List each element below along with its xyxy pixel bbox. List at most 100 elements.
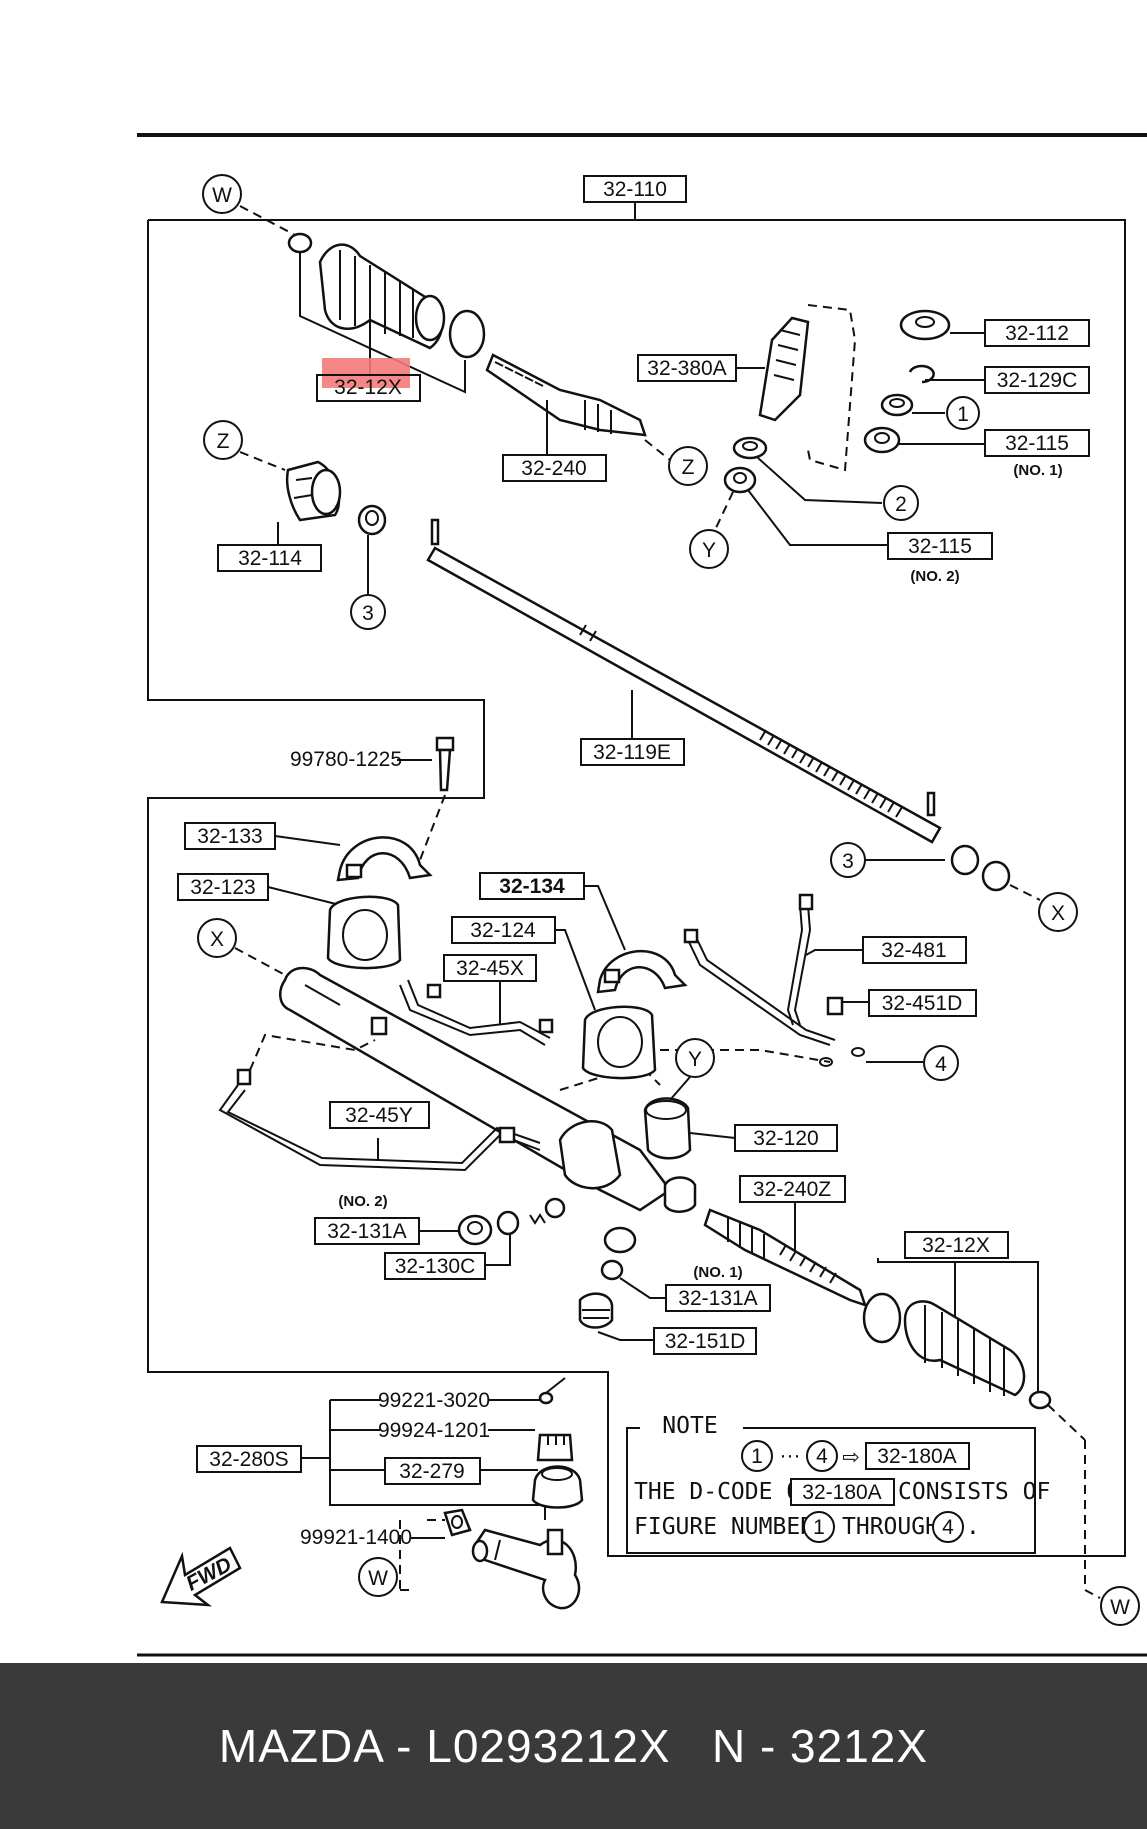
boot-32-12x-top [318, 243, 446, 350]
svg-text:32-12X: 32-12X [922, 1234, 990, 1257]
svg-text:32-240Z: 32-240Z [753, 1178, 831, 1201]
callout-3-right: 3 [830, 842, 945, 878]
label-32-133: 32-133 [184, 822, 341, 850]
svg-text:.: . [966, 1514, 980, 1540]
svg-text:3: 3 [842, 850, 854, 873]
valve-32-380a [731, 304, 857, 472]
label-32-12x-top: 32-12X [316, 358, 421, 402]
svg-text:32-115: 32-115 [908, 535, 972, 558]
label-32-151d: 32-151D [653, 1327, 757, 1355]
note-box: NOTE 1 ··· 4 ⇨ 32-180A THE D-CODE OF 32-… [626, 1413, 1050, 1554]
svg-text:4: 4 [816, 1445, 828, 1468]
cotter-pin [488, 1377, 566, 1405]
svg-text:Z: Z [217, 430, 230, 453]
label-32-124: 32-124 [451, 916, 596, 1011]
label-32-45y: 32-45Y [329, 1101, 430, 1129]
label-32-131a-left: 32-131A [314, 1217, 460, 1245]
svg-text:32-180A: 32-180A [802, 1481, 881, 1504]
svg-text:32-481: 32-481 [881, 939, 946, 962]
label-32-451d: 32-451D [868, 989, 977, 1017]
part-32-115-no2 [714, 466, 890, 546]
svg-text:32-45X: 32-45X [456, 957, 524, 980]
part-32-151d [578, 1292, 660, 1341]
svg-text:32-114: 32-114 [238, 547, 302, 570]
label-no1-right: (NO. 1) [693, 1264, 742, 1281]
part-32-129c [908, 364, 985, 384]
svg-text:W: W [1110, 1596, 1130, 1619]
callout-1-top: 1 [946, 396, 980, 430]
tie-rod-32-240 [485, 353, 647, 456]
label-99221-3020: 99221-3020 [378, 1389, 490, 1412]
label-32-110: 32-110 [583, 175, 687, 220]
svg-text:···: ··· [780, 1444, 801, 1467]
parts-diagram: 32-110 W 32-12X 32-240 Z [137, 133, 1147, 1657]
label-32-115-no1: 32-115 (NO. 1) [984, 429, 1090, 479]
label-32-115-no2: 32-115 (NO. 2) [887, 532, 993, 585]
label-32-130c: 32-130C [384, 1252, 486, 1280]
label-32-240: 32-240 [502, 454, 607, 482]
label-32-114: 32-114 [217, 544, 322, 572]
part-32-134 [596, 950, 688, 994]
gear-housing-32-120 [279, 966, 831, 1213]
svg-text:32-112: 32-112 [1005, 322, 1069, 345]
svg-text:W: W [212, 184, 232, 207]
label-99780-1225: 99780-1225 [290, 748, 402, 771]
highlight-box [322, 358, 410, 388]
callout-y-mid: Y [669, 1038, 715, 1101]
label-99921-1400: 99921-1400 [300, 1526, 412, 1549]
part-32-130c [483, 1197, 566, 1266]
frame-outline [147, 219, 1126, 1557]
callout-z-left: Z [203, 420, 286, 471]
svg-text:X: X [210, 928, 224, 951]
part-32-123 [326, 895, 402, 970]
boot-32-12x-bottom [903, 1300, 1026, 1397]
label-32-131a-right: 32-131A [665, 1284, 771, 1312]
callout-w-kit: W [358, 1520, 415, 1597]
svg-text:32-131A: 32-131A [678, 1287, 757, 1310]
svg-text:X: X [1051, 902, 1065, 925]
svg-text:Z: Z [682, 456, 695, 479]
part-32-114 [277, 460, 342, 548]
label-no2-left: (NO. 2) [338, 1193, 387, 1210]
svg-text:THE D-CODE OF: THE D-CODE OF [634, 1479, 814, 1505]
part-bushing-3-top [357, 504, 387, 594]
label-32-112: 32-112 [984, 319, 1090, 347]
ring-seal-bottom [862, 1292, 902, 1344]
tie-rod-32-240z [703, 1208, 867, 1307]
svg-text:2: 2 [895, 493, 907, 516]
label-32-120: 32-120 [734, 1124, 838, 1152]
label-32-45x: 32-45X [443, 954, 537, 1025]
callout-2: 2 [883, 485, 919, 521]
svg-text:32-110: 32-110 [603, 178, 667, 201]
label-32-123: 32-123 [177, 873, 341, 906]
svg-text:1: 1 [751, 1445, 763, 1468]
tie-rod-end [471, 1528, 581, 1610]
svg-text:Y: Y [688, 1048, 702, 1071]
footer-caption: MAZDA - L0293212X N - 3212X [218, 1720, 929, 1772]
svg-text:Y: Y [702, 539, 716, 562]
svg-text:4: 4 [935, 1053, 947, 1076]
svg-text:32-279: 32-279 [399, 1460, 464, 1483]
svg-text:(NO. 2): (NO. 2) [910, 568, 959, 585]
label-32-129c: 32-129C [984, 366, 1090, 394]
callout-z-right: Z [644, 439, 708, 486]
callout-w-bottom: W [1100, 1586, 1140, 1626]
part-32-112 [899, 309, 985, 341]
svg-text:⇨: ⇨ [842, 1446, 860, 1469]
bracket-12x [299, 253, 466, 394]
callout-y-top: Y [689, 529, 729, 569]
svg-text:32-45Y: 32-45Y [345, 1104, 413, 1127]
svg-text:4: 4 [942, 1516, 954, 1539]
svg-text:32-133: 32-133 [197, 825, 262, 848]
pipe-32-481 [683, 893, 865, 1046]
svg-text:32-124: 32-124 [470, 919, 536, 942]
kit-bracket [300, 1399, 546, 1520]
clamp-small-top [287, 232, 313, 254]
svg-text:32-130C: 32-130C [395, 1255, 476, 1278]
svg-text:THROUGH: THROUGH [842, 1514, 939, 1540]
part-32-124 [581, 1005, 657, 1080]
clamp-small-bottom [1028, 1390, 1052, 1410]
part-seal-1 [880, 393, 945, 417]
callout-w-top: W [202, 174, 296, 236]
pipe-32-45x [399, 979, 554, 1046]
